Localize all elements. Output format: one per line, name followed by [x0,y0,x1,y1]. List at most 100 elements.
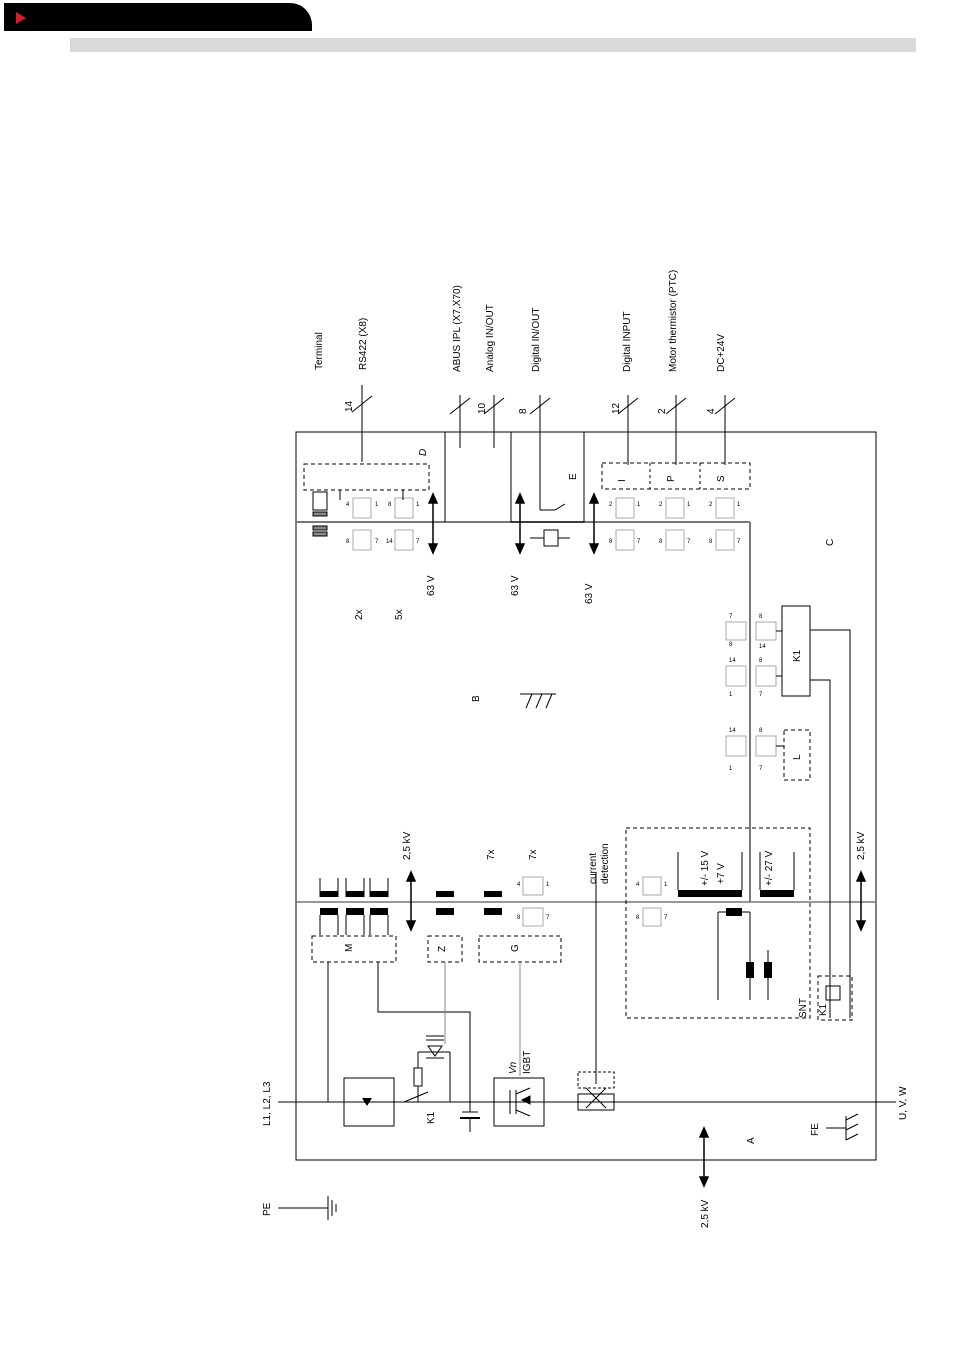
label-k1-switch: K1 [426,1111,437,1124]
opto-d1: 48 17 [346,497,379,551]
svg-text:7: 7 [737,539,741,545]
label-digital-input: Digital INPUT [622,311,633,372]
rectifier [343,1077,395,1127]
label-63v-e: 63 V [510,575,521,596]
label-m: M [344,944,355,952]
isolation-arrow-c [588,492,600,555]
label-s: S [716,475,727,482]
svg-text:8: 8 [759,614,763,620]
label-abus: ABUS IPL (X7,X70) [452,285,463,372]
m-feed-2 [377,962,471,1102]
label-vn: Vn [508,1061,519,1074]
opto-snt: 48 17 [636,876,668,927]
label-snt: SNT [798,998,809,1018]
label-l123: L1, L2, L3 [262,1081,273,1126]
svg-text:14: 14 [386,539,393,545]
label-analog: Analog IN/OUT [485,304,496,372]
svg-text:1: 1 [546,882,550,888]
svg-text:8: 8 [729,642,733,648]
igbt-block [493,1077,545,1127]
isolation-arrow-e [514,492,526,555]
svg-text:8: 8 [346,539,350,545]
header-tab [4,3,312,31]
label-digital-io: Digital IN/OUT [531,308,542,372]
opto-d2: 814 17 [386,497,420,551]
svg-text:1: 1 [737,502,741,508]
ground-fe [826,1113,859,1141]
isolation-arrow-bottom [698,1126,710,1188]
svg-text:7: 7 [416,539,420,545]
svg-text:1: 1 [687,502,691,508]
svg-text:1: 1 [375,502,379,508]
count-dc24: 4 [706,408,717,414]
count-analog: 10 [477,402,488,414]
opto-c-row: 28 28 28 17 17 17 [609,497,741,551]
label-uvw: U, V, W [898,1086,909,1120]
label-current: current [588,853,599,884]
relay-k1-coil [825,985,841,1001]
block-ips [601,462,751,490]
label-25kv-bottom: 2,5 kV [700,1199,711,1228]
label-k1-block: K1 [792,649,803,662]
label-rs422: RS422 (X8) [358,318,369,370]
snt-inductors [717,908,772,1000]
svg-text:8: 8 [759,728,763,734]
block-l [783,729,811,781]
svg-text:8: 8 [609,539,613,545]
label-terminal: Terminal [314,332,325,370]
label-z: Z [437,946,448,952]
label-motor-thermistor: Motor thermistor (PTC) [668,270,679,372]
count-rs422: 14 [344,400,355,412]
label-25kv-right: 2,5 kV [856,831,867,860]
label-l: L [792,754,803,760]
label-7x-a: 7x [486,849,497,860]
transformer-z [436,891,454,915]
capacitor-bank [677,852,795,897]
rs422-connector [312,491,328,537]
label-b: B [471,695,482,702]
svg-text:14: 14 [729,728,736,734]
svg-text:4: 4 [517,882,521,888]
svg-text:7: 7 [759,692,763,698]
svg-text:7: 7 [637,539,641,545]
label-igbt: IGBT [522,1051,533,1074]
label-15v: +/- 15 V [700,850,711,886]
isolation-arrow-right [855,870,867,932]
svg-text:2: 2 [659,502,663,508]
svg-text:8: 8 [759,658,763,664]
block-m [311,935,397,963]
svg-text:1: 1 [416,502,420,508]
label-c: C [825,539,836,546]
label-k1-relay: K1 [818,1003,829,1016]
count-thermistor: 2 [657,408,668,414]
k1-wire-b [810,679,831,1018]
label-63v-d: 63 V [426,575,437,596]
block-snt [625,827,811,1019]
svg-text:4: 4 [346,502,350,508]
label-25kv-mid: 2,5 kV [402,831,413,860]
svg-text:7: 7 [729,614,733,620]
svg-text:1: 1 [729,766,733,772]
svg-text:8: 8 [659,539,663,545]
svg-text:1: 1 [729,692,733,698]
label-dc24: DC+24V [716,334,727,372]
relay-k1 [817,975,853,1021]
ground-pe [278,1196,337,1220]
ground-b [520,693,556,709]
label-63v-c: 63 V [584,583,595,604]
igbt-symbol [509,1087,531,1117]
block-d [303,463,430,491]
svg-text:2: 2 [609,502,613,508]
label-detection: detection [600,843,611,884]
transformer-m [320,891,388,915]
label-5x: 5x [394,609,405,620]
label-e: E [568,473,579,480]
dc-capacitor [460,1102,480,1132]
svg-text:1: 1 [637,502,641,508]
svg-text:2: 2 [709,502,713,508]
svg-text:1: 1 [664,882,668,888]
relay-coil-e [543,529,559,547]
